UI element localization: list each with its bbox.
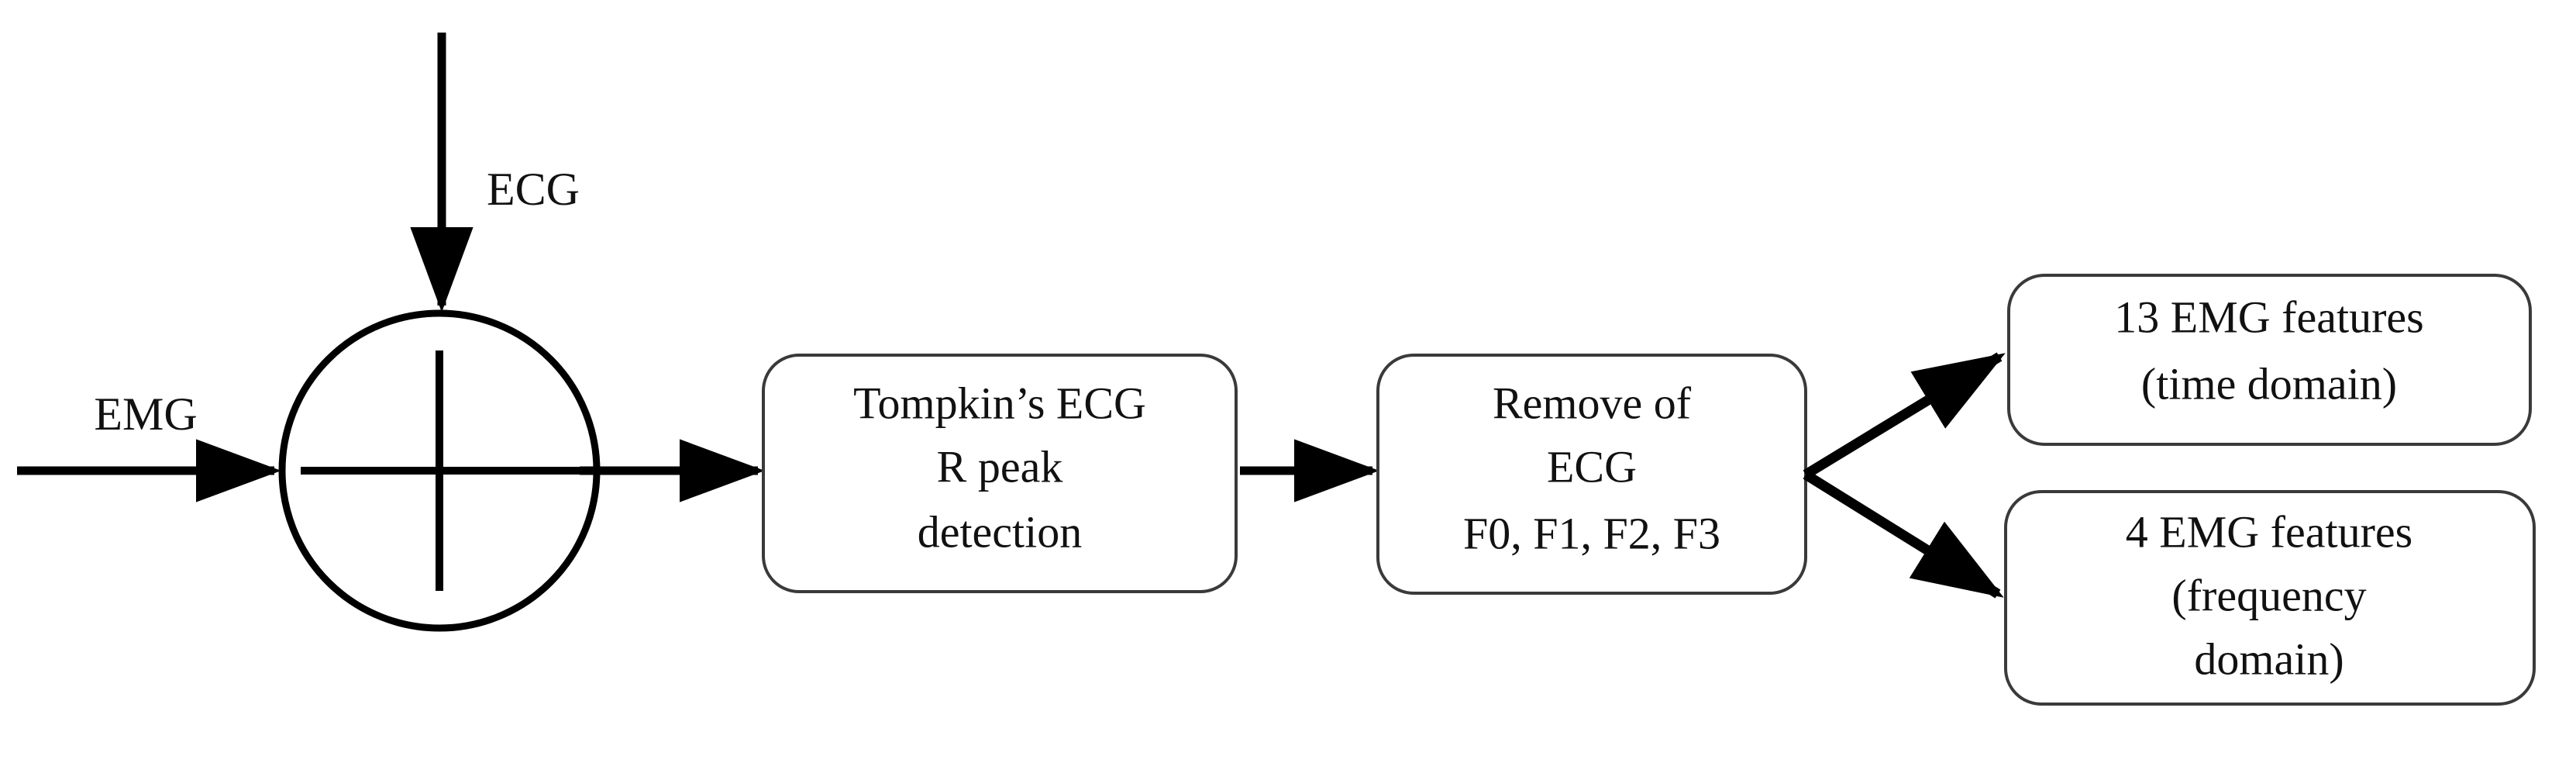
- remove-box-line-2: ECG: [1547, 441, 1637, 492]
- tompkins-box-outline: [762, 354, 1238, 593]
- time-features-box-line-2: (time domain): [2141, 358, 2397, 409]
- tompkins-box-line-2: R peak: [937, 441, 1063, 492]
- tompkins-box-line-3: detection: [918, 506, 1083, 557]
- ecg-input-label: ECG: [487, 164, 580, 215]
- emg-input-label: EMG: [94, 388, 197, 440]
- remove-box-line-3: F0, F1, F2, F3: [1463, 508, 1720, 558]
- frequency-features-box-line-1: 4 EMG features: [2126, 506, 2412, 557]
- tompkins-box-line-1: Tompkin’s ECG: [853, 378, 1146, 428]
- tompkins-ecg-r-peak-detection-box[interactable]: Tompkin’s ECG R peak detection: [762, 354, 1238, 593]
- frequency-features-box-line-3: domain): [2194, 634, 2344, 684]
- time-features-box-outline: [2007, 274, 2532, 446]
- remove-of-ecg-box[interactable]: Remove of ECG F0, F1, F2, F3: [1376, 354, 1807, 595]
- summing-junction: [278, 309, 601, 632]
- emg-time-domain-features-box[interactable]: 13 EMG features (time domain): [2007, 274, 2532, 446]
- remove-to-frequency-features-arrow: [1803, 470, 2004, 599]
- frequency-features-box-line-2: (frequency: [2171, 570, 2366, 620]
- remove-box-line-1: Remove of: [1493, 378, 1692, 428]
- remove-to-time-features-arrow: [1803, 352, 2006, 479]
- emg-frequency-domain-features-box[interactable]: 4 EMG features (frequency domain): [2004, 490, 2536, 706]
- frequency-features-box-outline: [2004, 490, 2536, 706]
- time-features-box-line-1: 13 EMG features: [2114, 292, 2423, 342]
